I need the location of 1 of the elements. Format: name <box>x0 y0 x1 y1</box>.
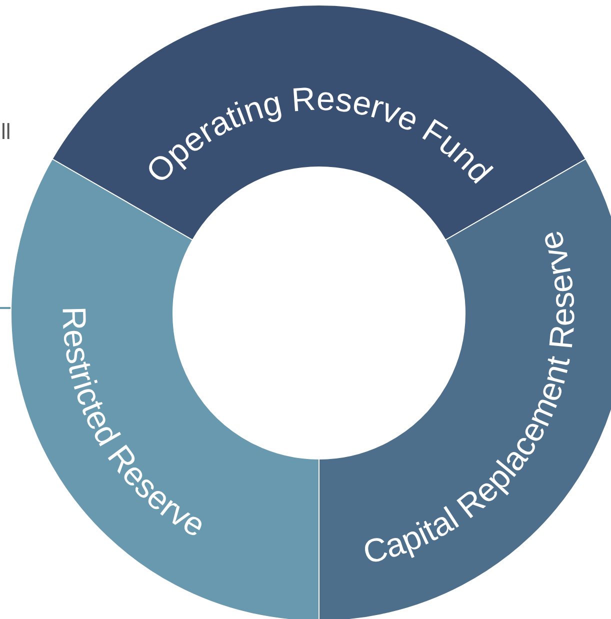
text-fragment: ll <box>1 121 11 143</box>
